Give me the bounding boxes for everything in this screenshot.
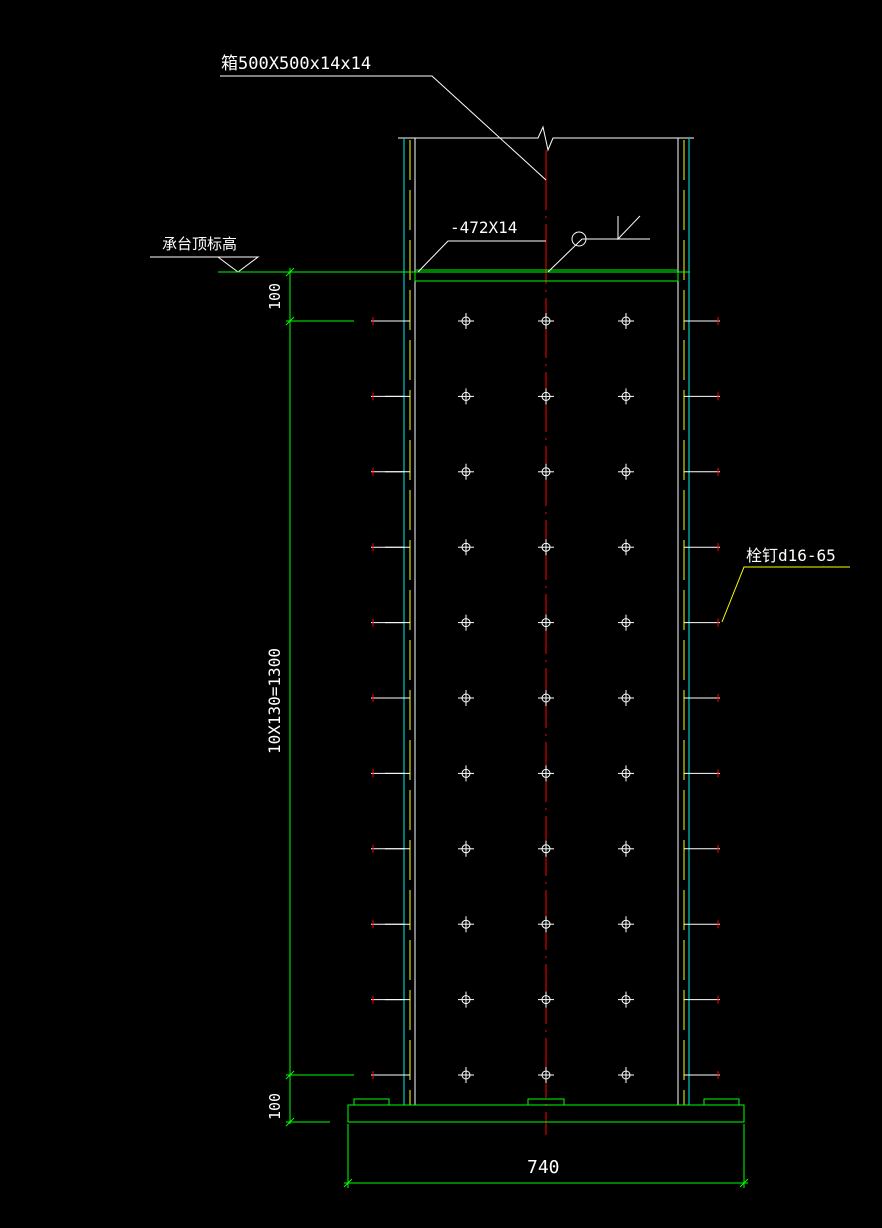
side-stud-right (684, 467, 720, 476)
stud-head (618, 690, 634, 706)
side-stud-right (684, 543, 720, 552)
base-width-dim-label: 740 (527, 1157, 560, 1178)
stud-head (618, 991, 634, 1008)
stud-spacing-dim-label: 10X130=1300 (265, 648, 284, 754)
fillet-weld-symbol (617, 215, 641, 241)
stud-head (538, 690, 554, 706)
stud-head (458, 539, 474, 556)
stud-head (618, 388, 634, 405)
stud-leader (721, 566, 850, 623)
side-stud-right (684, 769, 720, 778)
top-plate (414, 271, 679, 282)
stud-grid (371, 313, 720, 1083)
stud-head (538, 991, 554, 1008)
stud-head (618, 840, 634, 857)
side-stud-right (684, 618, 720, 627)
side-stud-right (684, 392, 720, 401)
stud-head (538, 1067, 554, 1083)
stud-head (538, 313, 554, 329)
stud-head (458, 765, 474, 782)
side-stud-right (684, 317, 720, 325)
stud-head (538, 916, 554, 933)
stud-head (538, 614, 554, 631)
left-anchor-washer (353, 1098, 390, 1106)
tick-first-row (285, 316, 295, 326)
stud-head (538, 765, 554, 782)
stud-head (618, 614, 634, 631)
box-section-label: 箱500X500x14x14 (221, 54, 371, 74)
stud-head (458, 313, 474, 329)
side-stud-right (684, 995, 720, 1004)
stud-head (458, 1067, 474, 1083)
top-plate-label: -472X14 (450, 218, 517, 237)
weld-symbol-leader (547, 238, 650, 273)
stud-head (458, 690, 474, 706)
stud-head (618, 765, 634, 782)
stud-head (458, 614, 474, 631)
tick-top (285, 267, 295, 277)
stud-head (458, 916, 474, 933)
tick-last-row (285, 1070, 295, 1080)
top-offset-dim-label: 100 (266, 283, 284, 310)
stud-head (538, 539, 554, 556)
stud-head (618, 916, 634, 933)
elevation-symbol (216, 256, 260, 273)
base-width-tick-left (343, 1178, 353, 1188)
stud-head (618, 313, 634, 329)
tick-base (285, 1117, 295, 1127)
stud-head (618, 539, 634, 556)
stud-label: 栓钉d16-65 (746, 546, 836, 565)
stud-head (458, 388, 474, 405)
side-stud-right (684, 920, 720, 929)
break-line (398, 125, 694, 152)
right-anchor-washer (703, 1098, 740, 1106)
stud-head (538, 388, 554, 405)
bottom-offset-dim-label: 100 (266, 1093, 284, 1120)
weld-all-around-symbol (571, 231, 587, 247)
stud-head (458, 463, 474, 480)
center-anchor-washer (527, 1098, 565, 1106)
base-width-tick-right (739, 1178, 749, 1188)
side-stud-right (684, 1071, 720, 1079)
side-stud-right (684, 694, 720, 702)
weld-leader (417, 240, 546, 273)
cap-top-elevation-label: 承台顶标高 (162, 235, 237, 253)
section-leader (220, 75, 547, 181)
side-stud-right (684, 844, 720, 853)
stud-head (538, 463, 554, 480)
stud-head (458, 840, 474, 857)
stud-head (618, 463, 634, 480)
stud-head (618, 1067, 634, 1083)
stud-head (458, 991, 474, 1008)
stud-head (538, 840, 554, 857)
